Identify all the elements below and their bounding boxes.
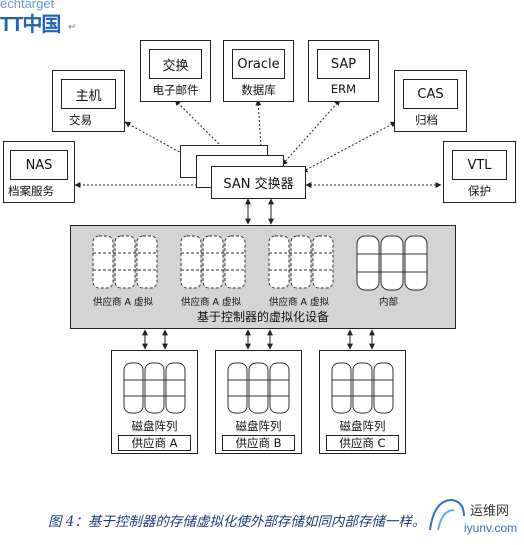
oracle-caption: 数据库	[241, 83, 276, 97]
nas-caption: 档案服务	[8, 184, 54, 198]
figure-caption: 图 4：基于控制器的存储虚拟化使外部存储如同内部存储一样。	[48, 514, 426, 530]
host-label: 主机	[61, 79, 116, 109]
host-system: 主机 交易	[52, 70, 125, 132]
nas-label: NAS	[10, 150, 68, 180]
sap-system: SAP ERM	[308, 40, 379, 102]
virtualization-title: 基于控制器的虚拟化设备	[196, 310, 329, 324]
watermark-techtarget: echtarget	[0, 0, 55, 11]
disk-array-a-vendor: 供应商 A	[118, 435, 191, 451]
disk-array-c-icon	[331, 362, 394, 414]
disk-array-b: 磁盘阵列 供应商 B	[215, 350, 302, 454]
nas-system: NAS 档案服务	[3, 141, 75, 203]
vtl-system: VTL 保护	[443, 141, 516, 203]
oracle-label: Oracle	[232, 49, 285, 79]
vtl-label: VTL	[452, 150, 507, 180]
arrow-host-switch	[124, 121, 213, 171]
disk-array-a-icon	[123, 362, 186, 414]
disk-groups	[92, 235, 428, 291]
disk-array-c-label: 磁盘阵列	[339, 419, 386, 433]
watermark-tt-china: TT中国	[0, 14, 61, 36]
virtual-group-2-label: 供应商 A 虚拟	[181, 297, 242, 308]
san-switch: SAN 交换器	[211, 166, 306, 199]
return-mark-icon: ↵	[68, 22, 77, 33]
internal-group-label: 内部	[379, 297, 399, 308]
disk-array-b-label: 磁盘阵列	[235, 419, 282, 433]
arrow-cas-switch	[301, 121, 397, 173]
sap-label: SAP	[317, 49, 370, 79]
virtual-group-1-label: 供应商 A 虚拟	[93, 297, 154, 308]
virtual-group-2	[180, 235, 246, 289]
disk-array-a: 磁盘阵列 供应商 A	[111, 350, 198, 454]
cas-caption: 归档	[415, 113, 438, 127]
vtl-caption: 保护	[468, 184, 491, 198]
virtualization-appliance: 供应商 A 虚拟 供应商 A 虚拟 供应商 A 虚拟 内部 基于控制器的虚拟化设…	[70, 225, 456, 329]
yunwei-logo-name: 运维网	[470, 503, 510, 518]
disk-array-c: 磁盘阵列 供应商 C	[319, 350, 406, 454]
cas-system: CAS 归档	[394, 70, 467, 132]
exchange-label: 交换	[149, 49, 202, 79]
host-caption: 交易	[69, 113, 92, 127]
sap-caption: ERM	[330, 82, 357, 96]
exchange-system: 交换 电子邮件	[140, 40, 211, 102]
internal-group	[356, 235, 428, 291]
oracle-system: Oracle 数据库	[223, 40, 294, 102]
yunwei-logo-icon	[429, 498, 465, 531]
disk-array-a-label: 磁盘阵列	[131, 419, 178, 433]
exchange-caption: 电子邮件	[152, 83, 199, 97]
virtual-group-3	[268, 235, 334, 289]
disk-array-c-vendor: 供应商 C	[326, 435, 399, 451]
virtual-group-1	[92, 235, 158, 289]
yunwei-logo-url: iyunv.com	[464, 521, 518, 535]
arrow-sap-switch	[281, 99, 341, 166]
disk-array-b-vendor: 供应商 B	[222, 435, 295, 451]
cas-label: CAS	[403, 79, 458, 109]
disk-array-b-icon	[227, 362, 290, 414]
virtual-group-3-label: 供应商 A 虚拟	[269, 297, 330, 308]
